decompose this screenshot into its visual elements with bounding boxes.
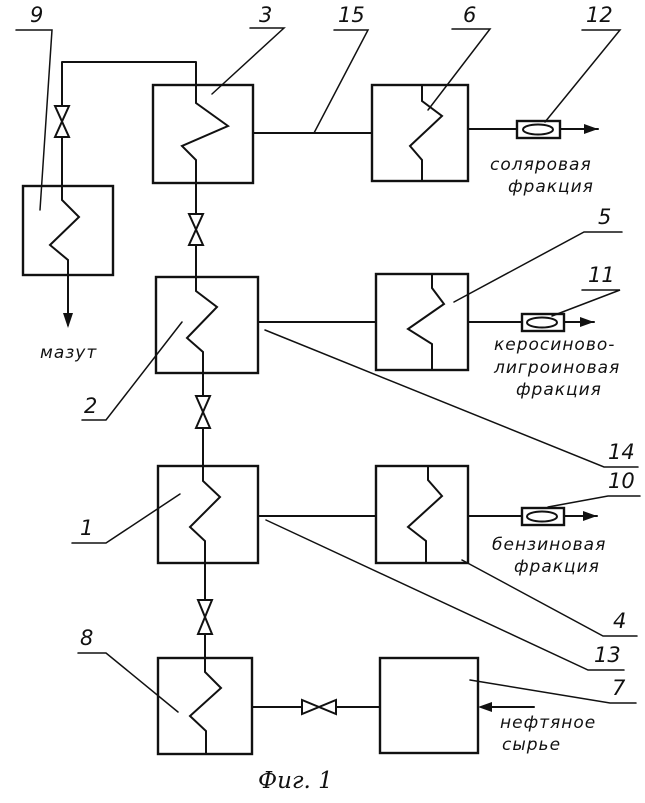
label-15: 15: [338, 3, 365, 27]
leader-10: [548, 496, 640, 507]
label-5: 5: [598, 205, 611, 229]
stream-labels: соляровая фракция керосиново- лигроинова…: [40, 155, 620, 755]
valve-9: [55, 106, 69, 137]
arrow-benz-head: [583, 511, 597, 521]
leader-12: [545, 30, 620, 122]
unit-2-box: [156, 277, 258, 373]
label-4: 4: [613, 609, 626, 633]
benz-fraction-label-1: бензиновая: [492, 535, 606, 555]
feed-label-2: сырье: [502, 735, 561, 755]
label-7: 7: [612, 676, 626, 700]
solar-fraction-label-2: фракция: [508, 177, 594, 197]
valve-feed: [302, 700, 336, 714]
arrow-solar-head: [584, 124, 598, 134]
unit-3-box: [153, 85, 253, 183]
label-6: 6: [463, 3, 476, 27]
solar-fraction-label-1: соляровая: [490, 155, 592, 175]
feed-label-1: нефтяное: [500, 713, 596, 733]
valve-1-8: [198, 600, 212, 634]
mazut-label: мазут: [40, 343, 97, 363]
figure-caption: Фиг. 1: [258, 768, 333, 794]
kero-fraction-label-3: фракция: [516, 380, 602, 400]
unit-1-box: [158, 466, 258, 563]
valve-3-2: [189, 214, 203, 245]
arrow-kero-head: [580, 317, 594, 327]
valve-2-1: [196, 396, 210, 428]
label-1: 1: [80, 516, 93, 540]
leader-9: [16, 30, 52, 210]
arrow-feed-head: [478, 702, 492, 712]
arrow-mazut-head: [63, 313, 73, 328]
label-13: 13: [594, 643, 621, 667]
leader-11: [552, 290, 620, 316]
label-3: 3: [259, 3, 272, 27]
unit-5-box: [376, 274, 468, 370]
label-10: 10: [608, 469, 635, 493]
label-14: 14: [608, 440, 635, 464]
arrows: [63, 124, 598, 712]
label-11: 11: [588, 263, 615, 287]
benz-fraction-label-2: фракция: [514, 557, 600, 577]
kero-fraction-label-2: лигроиновая: [493, 358, 620, 378]
label-2: 2: [84, 394, 97, 418]
label-8: 8: [80, 626, 93, 650]
unit-7-box: [380, 658, 478, 753]
label-12: 12: [586, 3, 613, 27]
unit-6-box: [372, 85, 468, 181]
leader-15: [314, 30, 368, 133]
label-9: 9: [30, 3, 43, 27]
kero-fraction-label-1: керосиново-: [494, 335, 615, 355]
